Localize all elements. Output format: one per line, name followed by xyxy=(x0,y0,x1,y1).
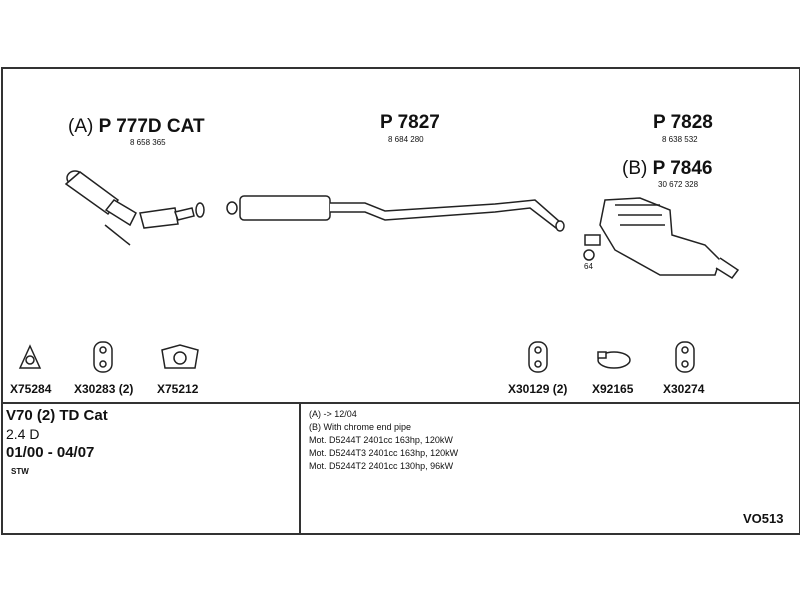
vehicle-model: V70 (2) TD Cat xyxy=(6,407,108,424)
part-prefix: (A) xyxy=(68,116,94,137)
divider xyxy=(299,403,301,533)
accessory-code: X75212 xyxy=(157,382,199,396)
clamp-label: 64 xyxy=(584,262,593,271)
part-code: P 7846 xyxy=(652,158,713,179)
note: Mot. D5244T2 2401cc 130hp, 96kW xyxy=(309,461,454,471)
part-code: P 7828 xyxy=(653,112,713,133)
rear-silencer-drawing xyxy=(583,197,740,280)
divider xyxy=(1,402,799,404)
accessory-code: X30274 xyxy=(663,382,705,396)
catalytic-converter-drawing xyxy=(64,170,205,246)
vehicle-body: STW xyxy=(11,467,29,476)
middle-pipe-drawing xyxy=(226,195,565,232)
accessory-drawings xyxy=(18,341,695,373)
note: (B) With chrome end pipe xyxy=(309,422,412,432)
accessory-code: X30129 (2) xyxy=(508,382,568,396)
oe-number: 8 658 365 xyxy=(130,138,166,147)
part-label-b: (B) P 7846 xyxy=(622,158,713,180)
accessory-code: X30283 (2) xyxy=(74,382,134,396)
notes-list: (A) -> 12/04 (B) With chrome end pipe Mo… xyxy=(309,408,458,473)
accessory-code: X92165 xyxy=(592,382,634,396)
accessory-code: X75284 xyxy=(10,382,52,396)
part-label-a: (A) P 777D CAT xyxy=(68,116,205,138)
part-code: P 7827 xyxy=(380,112,440,133)
vehicle-years: 01/00 - 04/07 xyxy=(6,444,95,461)
oe-number: 8 638 532 xyxy=(662,135,698,144)
note: Mot. D5244T3 2401cc 163hp, 120kW xyxy=(309,448,459,458)
vehicle-engine: 2.4 D xyxy=(6,426,40,442)
oe-number: 30 672 328 xyxy=(658,180,699,189)
note: (A) -> 12/04 xyxy=(309,409,357,419)
part-code: P 777D CAT xyxy=(98,116,205,137)
part-prefix: (B) xyxy=(622,158,648,179)
diagram-code: VO513 xyxy=(743,511,784,526)
oe-number: 8 684 280 xyxy=(388,135,424,144)
note: Mot. D5244T 2401cc 163hp, 120kW xyxy=(309,435,453,445)
